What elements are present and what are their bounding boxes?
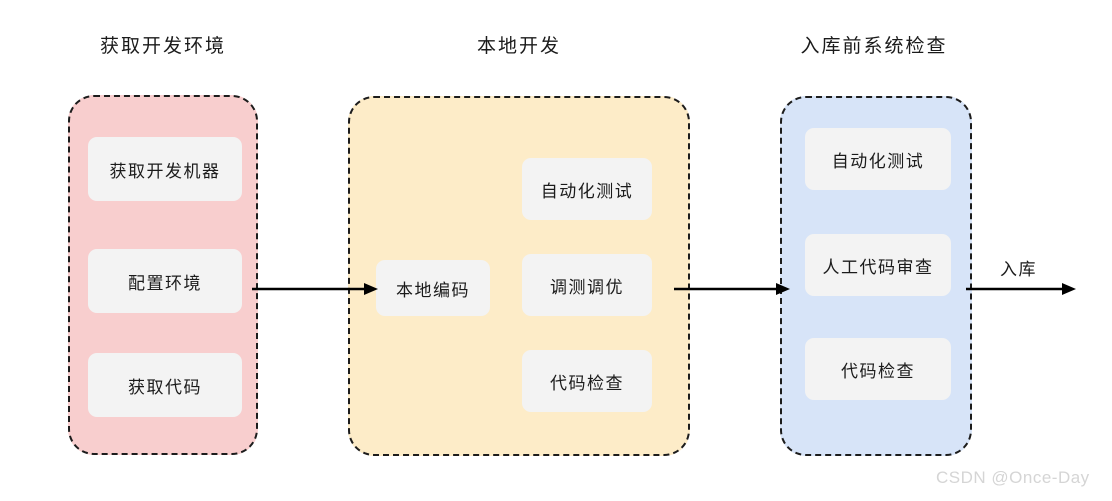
card-automated-testing[interactable]: 自动化测试 (805, 128, 951, 190)
stage-container-get-dev-environment[interactable]: 获取开发机器 配置环境 获取代码 (68, 95, 258, 455)
card-manual-code-review[interactable]: 人工代码审查 (805, 234, 951, 296)
arrow-stage1-to-stage2 (252, 282, 378, 296)
arrow-stage2-to-stage3 (674, 282, 790, 296)
card-code-check[interactable]: 代码检查 (522, 350, 652, 412)
stage-title-pre-commit-system-check: 入库前系统检查 (800, 36, 948, 57)
card-local-coding[interactable]: 本地编码 (376, 260, 490, 316)
stage-container-local-development[interactable]: 本地编码 自动化测试 调测调优 代码检查 (348, 96, 690, 456)
watermark: CSDN @Once-Day (936, 468, 1090, 487)
stage-container-pre-commit-system-check[interactable]: 自动化测试 人工代码审查 代码检查 (780, 96, 972, 456)
stage-title-local-development: 本地开发 (476, 36, 561, 57)
card-configure-environment[interactable]: 配置环境 (88, 249, 242, 313)
card-debug-tuning[interactable]: 调测调优 (522, 254, 652, 316)
arrow-label-commit: 入库 (1000, 260, 1037, 279)
stage-title-get-dev-environment: 获取开发环境 (99, 36, 226, 57)
card-get-dev-machine[interactable]: 获取开发机器 (88, 137, 242, 201)
arrow-stage3-to-commit (966, 282, 1076, 296)
card-code-check[interactable]: 代码检查 (805, 338, 951, 400)
card-automated-testing[interactable]: 自动化测试 (522, 158, 652, 220)
card-get-code[interactable]: 获取代码 (88, 353, 242, 417)
